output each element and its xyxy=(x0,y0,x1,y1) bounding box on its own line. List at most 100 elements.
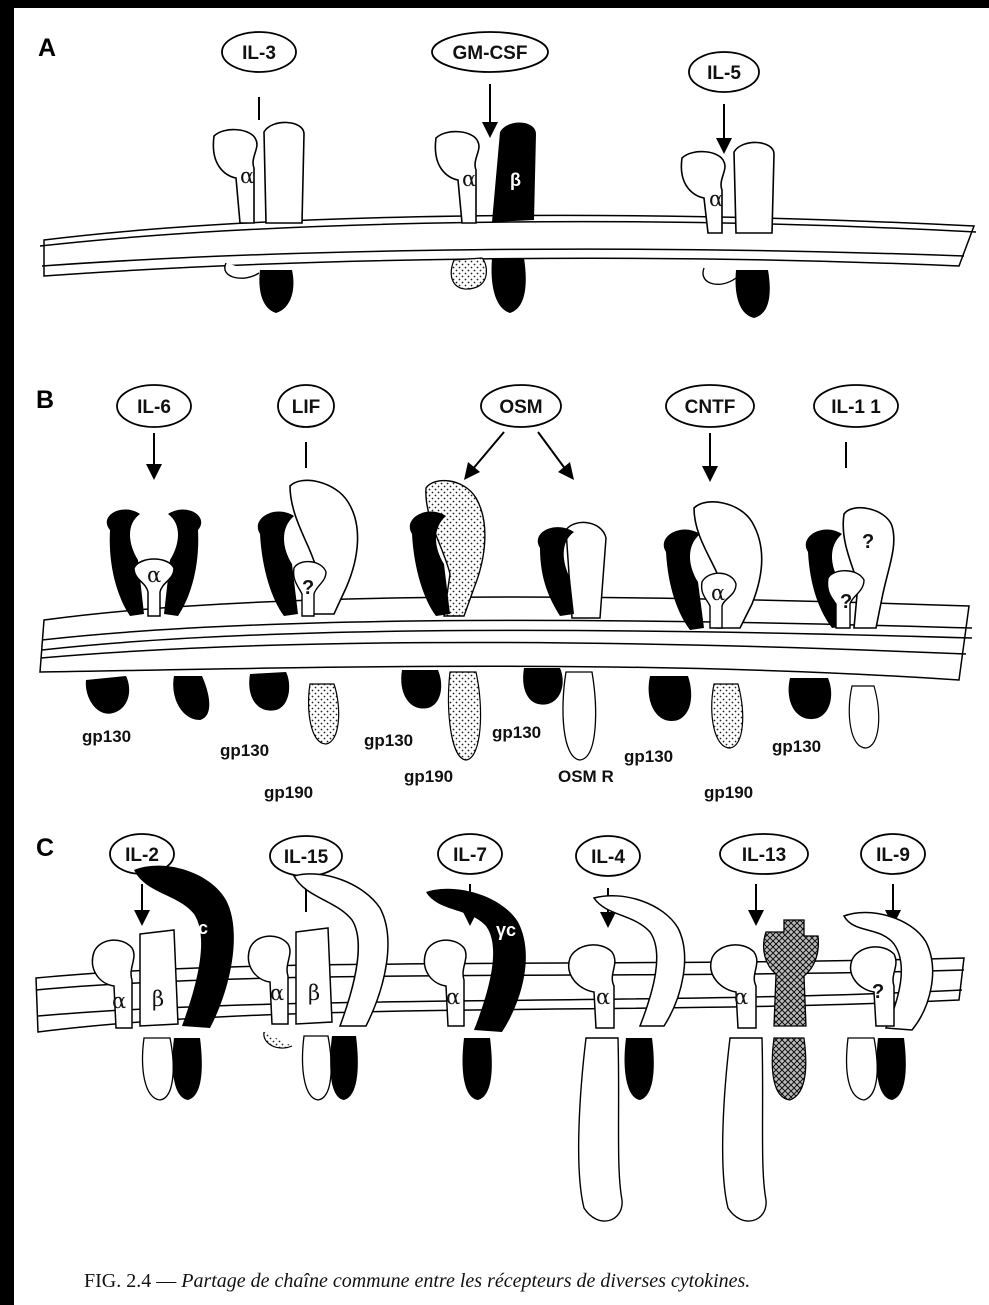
il4-ligand-label: IL-4 xyxy=(591,847,625,868)
il4-gamma-tail xyxy=(625,1038,654,1100)
il3-group: IL-3 α xyxy=(213,32,304,313)
il2-beta-chain xyxy=(140,930,178,1026)
il11-unknown-tail xyxy=(849,686,878,748)
il2-beta-tail xyxy=(143,1038,174,1100)
section-c: C IL-2 α β γc IL-15 xyxy=(36,834,964,1221)
il5-beta-tail xyxy=(736,270,770,318)
il15-alpha-symbol: α xyxy=(270,981,284,1005)
il15-alpha-tail xyxy=(264,1032,292,1048)
il13-arrowhead xyxy=(748,910,764,926)
il9-gamma-tail xyxy=(877,1038,906,1100)
il5-alpha-symbol: α xyxy=(709,187,723,211)
il15-beta-chain xyxy=(296,928,332,1024)
osm-arrow-left xyxy=(472,432,504,470)
il6-gp130-label: gp130 xyxy=(82,727,131,746)
gmcsf-arrowhead xyxy=(482,122,498,138)
il13-group: IL-13 α xyxy=(711,834,819,1221)
il2-group: IL-2 α β γc xyxy=(92,834,233,1100)
section-b-label: B xyxy=(36,386,54,414)
il7-ligand-label: IL-7 xyxy=(453,845,487,866)
osm-gp130-label-left: gp130 xyxy=(364,731,413,750)
cntf-group: CNTF α gp130 gp190 xyxy=(624,385,762,802)
cntf-gp190-tail xyxy=(712,684,743,748)
il13-alpha-symbol: α xyxy=(734,985,748,1009)
il3-ligand-label: IL-3 xyxy=(242,43,276,64)
lif-gp190-tail xyxy=(309,684,339,744)
osm-gp130-label-right: gp130 xyxy=(492,723,541,742)
il6-gp130-tail-left xyxy=(86,676,129,714)
lif-gp130-tail xyxy=(249,672,289,711)
il2-beta-symbol: β xyxy=(152,987,164,1011)
section-a-label: A xyxy=(38,34,56,62)
il5-group: IL-5 α xyxy=(681,52,774,318)
il5-beta-chain xyxy=(734,142,774,233)
cntf-gp130-tail xyxy=(649,676,692,721)
il5-ligand-label: IL-5 xyxy=(707,63,741,84)
il11-ligand-label: IL-1 1 xyxy=(831,397,881,418)
osm-ligand-label: OSM xyxy=(499,397,542,418)
cntf-gp190-label: gp190 xyxy=(704,783,753,802)
gmcsf-group: GM-CSF α β xyxy=(432,32,548,313)
lif-gp190-ext xyxy=(290,480,358,614)
figure-caption: FIG. 2.4 — Partage de chaîne commune ent… xyxy=(84,1270,984,1293)
cntf-alpha-symbol: α xyxy=(711,581,725,605)
il15-beta-symbol: β xyxy=(308,981,320,1005)
osm-gp190-tail xyxy=(449,672,481,760)
il6-ligand-label: IL-6 xyxy=(137,397,171,418)
il6-arrowhead xyxy=(146,464,162,480)
osm-group: OSM gp130 gp190 gp130 OSM R xyxy=(364,385,614,786)
il4-alpha-symbol: α xyxy=(596,985,610,1009)
il2-ligand-label: IL-2 xyxy=(125,845,159,866)
lif-question-symbol: ? xyxy=(302,577,314,599)
il7-gamma-tail xyxy=(463,1038,492,1100)
il2-arrowhead xyxy=(134,910,150,926)
il15-group: IL-15 α β xyxy=(248,836,388,1100)
il4-alpha-tail xyxy=(579,1038,622,1221)
caption-prefix: FIG. 2.4 — xyxy=(84,1270,181,1292)
cntf-arrowhead xyxy=(702,466,718,482)
osm-gp130-tail-right xyxy=(523,668,563,705)
receptor-diagram: A IL-3 α GM-CSF α β xyxy=(14,8,989,1305)
il9-ligand-label: IL-9 xyxy=(876,845,910,866)
il2-gamma-symbol: γc xyxy=(188,918,208,938)
il6-group: IL-6 α gp130 xyxy=(82,385,209,746)
il5-arrowhead xyxy=(716,138,732,154)
il6-gp130-tail-right xyxy=(173,676,209,720)
il3-beta-chain xyxy=(264,122,304,223)
osm-r-tail xyxy=(563,672,596,760)
osm-r-label: OSM R xyxy=(558,767,614,786)
lif-group: LIF ? gp130 gp190 xyxy=(220,385,358,802)
cntf-ligand-label: CNTF xyxy=(685,397,736,418)
il7-alpha-symbol: α xyxy=(446,985,460,1009)
osm-gp130-tail-left xyxy=(401,670,441,709)
cntf-gp130-label: gp130 xyxy=(624,747,673,766)
figure-panel: A IL-3 α GM-CSF α β xyxy=(14,8,989,1305)
section-a: A IL-3 α GM-CSF α β xyxy=(38,32,976,318)
osm-gp190-label: gp190 xyxy=(404,767,453,786)
gmcsf-alpha-symbol: α xyxy=(462,167,476,191)
il13-hatched-tail xyxy=(772,1038,806,1100)
il13-ligand-label: IL-13 xyxy=(742,845,786,866)
il11-question-upper: ? xyxy=(862,531,874,553)
gmcsf-ligand-label: GM-CSF xyxy=(453,43,528,64)
il11-group: IL-1 1 ? ? gp130 xyxy=(772,385,898,756)
il15-beta-tail xyxy=(303,1036,332,1100)
il11-gp130-tail xyxy=(789,678,832,719)
il5-alpha-tail xyxy=(703,268,736,284)
lif-gp130 xyxy=(258,511,298,616)
lif-ligand-label: LIF xyxy=(292,397,321,418)
osm-arrowhead-right xyxy=(558,462,574,480)
il15-gamma-tail xyxy=(330,1036,358,1100)
il4-arrowhead xyxy=(600,912,616,928)
il2-gamma-tail xyxy=(173,1038,202,1100)
il9-question-symbol: ? xyxy=(872,981,884,1003)
il4-group: IL-4 α xyxy=(569,836,685,1221)
il15-ligand-label: IL-15 xyxy=(284,847,329,868)
osm-arrow-right xyxy=(538,432,566,470)
lif-gp130-label: gp130 xyxy=(220,741,269,760)
section-c-label: C xyxy=(36,834,54,862)
gmcsf-beta-symbol: β xyxy=(510,170,521,190)
gmcsf-beta-tail xyxy=(492,258,526,313)
il11-question-lower: ? xyxy=(840,591,852,613)
section-b: B IL-6 α gp130 LIF xyxy=(36,385,972,802)
